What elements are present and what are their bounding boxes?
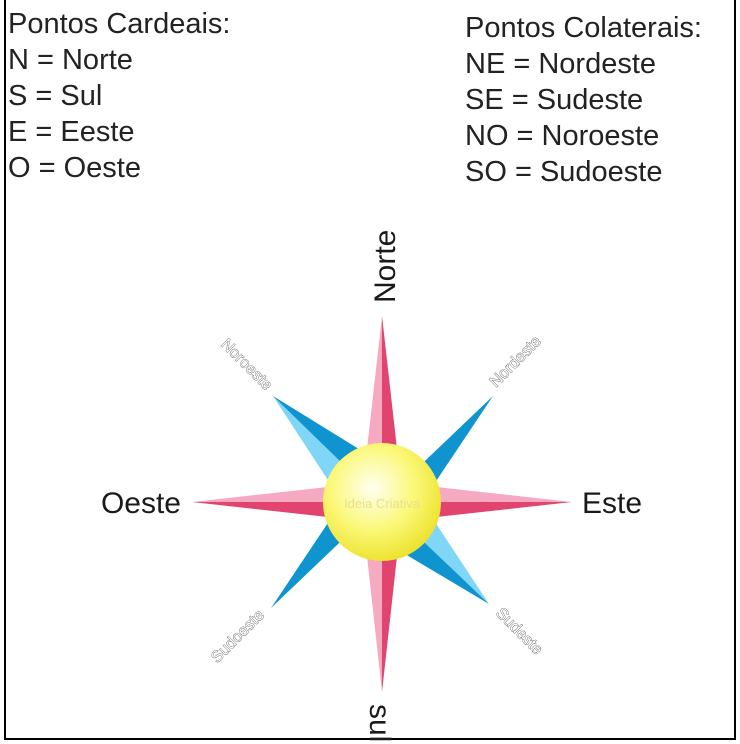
cardinal-legend-item-west: O = Oeste [8, 152, 141, 184]
cardinal-legend-item-north: N = Norte [8, 44, 133, 76]
label-south: sul [363, 704, 396, 742]
collateral-legend-item-northeast: NE = Nordeste [465, 48, 657, 80]
collateral-legend-item-northwest: NO = Noroeste [465, 120, 660, 152]
label-west: Oeste [101, 487, 181, 520]
center-circle [323, 443, 441, 561]
cardinal-legend-item-east: E = Eeste [8, 116, 135, 148]
collateral-points-legend: Pontos Colaterais: NE = Nordeste SE = Su… [465, 10, 702, 190]
cardinal-legend-item-south: S = Sul [8, 80, 103, 112]
cardinal-points-legend: Pontos Cardeais: N = Norte S = Sul E = E… [8, 6, 230, 186]
label-northwest: Noroeste [217, 336, 275, 394]
label-northeast: Nordeste [487, 333, 545, 391]
diagram-frame [4, 0, 736, 740]
collateral-legend-item-southeast: SE = Sudeste [465, 84, 644, 116]
collateral-legend-item-southwest: SO = Sudoeste [465, 156, 663, 188]
label-southeast: Sudeste [492, 605, 546, 659]
cardinal-legend-title: Pontos Cardeais: [8, 8, 231, 40]
collateral-legend-title: Pontos Colaterais: [465, 12, 702, 44]
label-north: Norte [369, 230, 402, 303]
label-southwest: Sudoeste [208, 607, 268, 667]
center-watermark: Ideia Criativa [344, 496, 421, 511]
label-east: Este [582, 487, 642, 520]
